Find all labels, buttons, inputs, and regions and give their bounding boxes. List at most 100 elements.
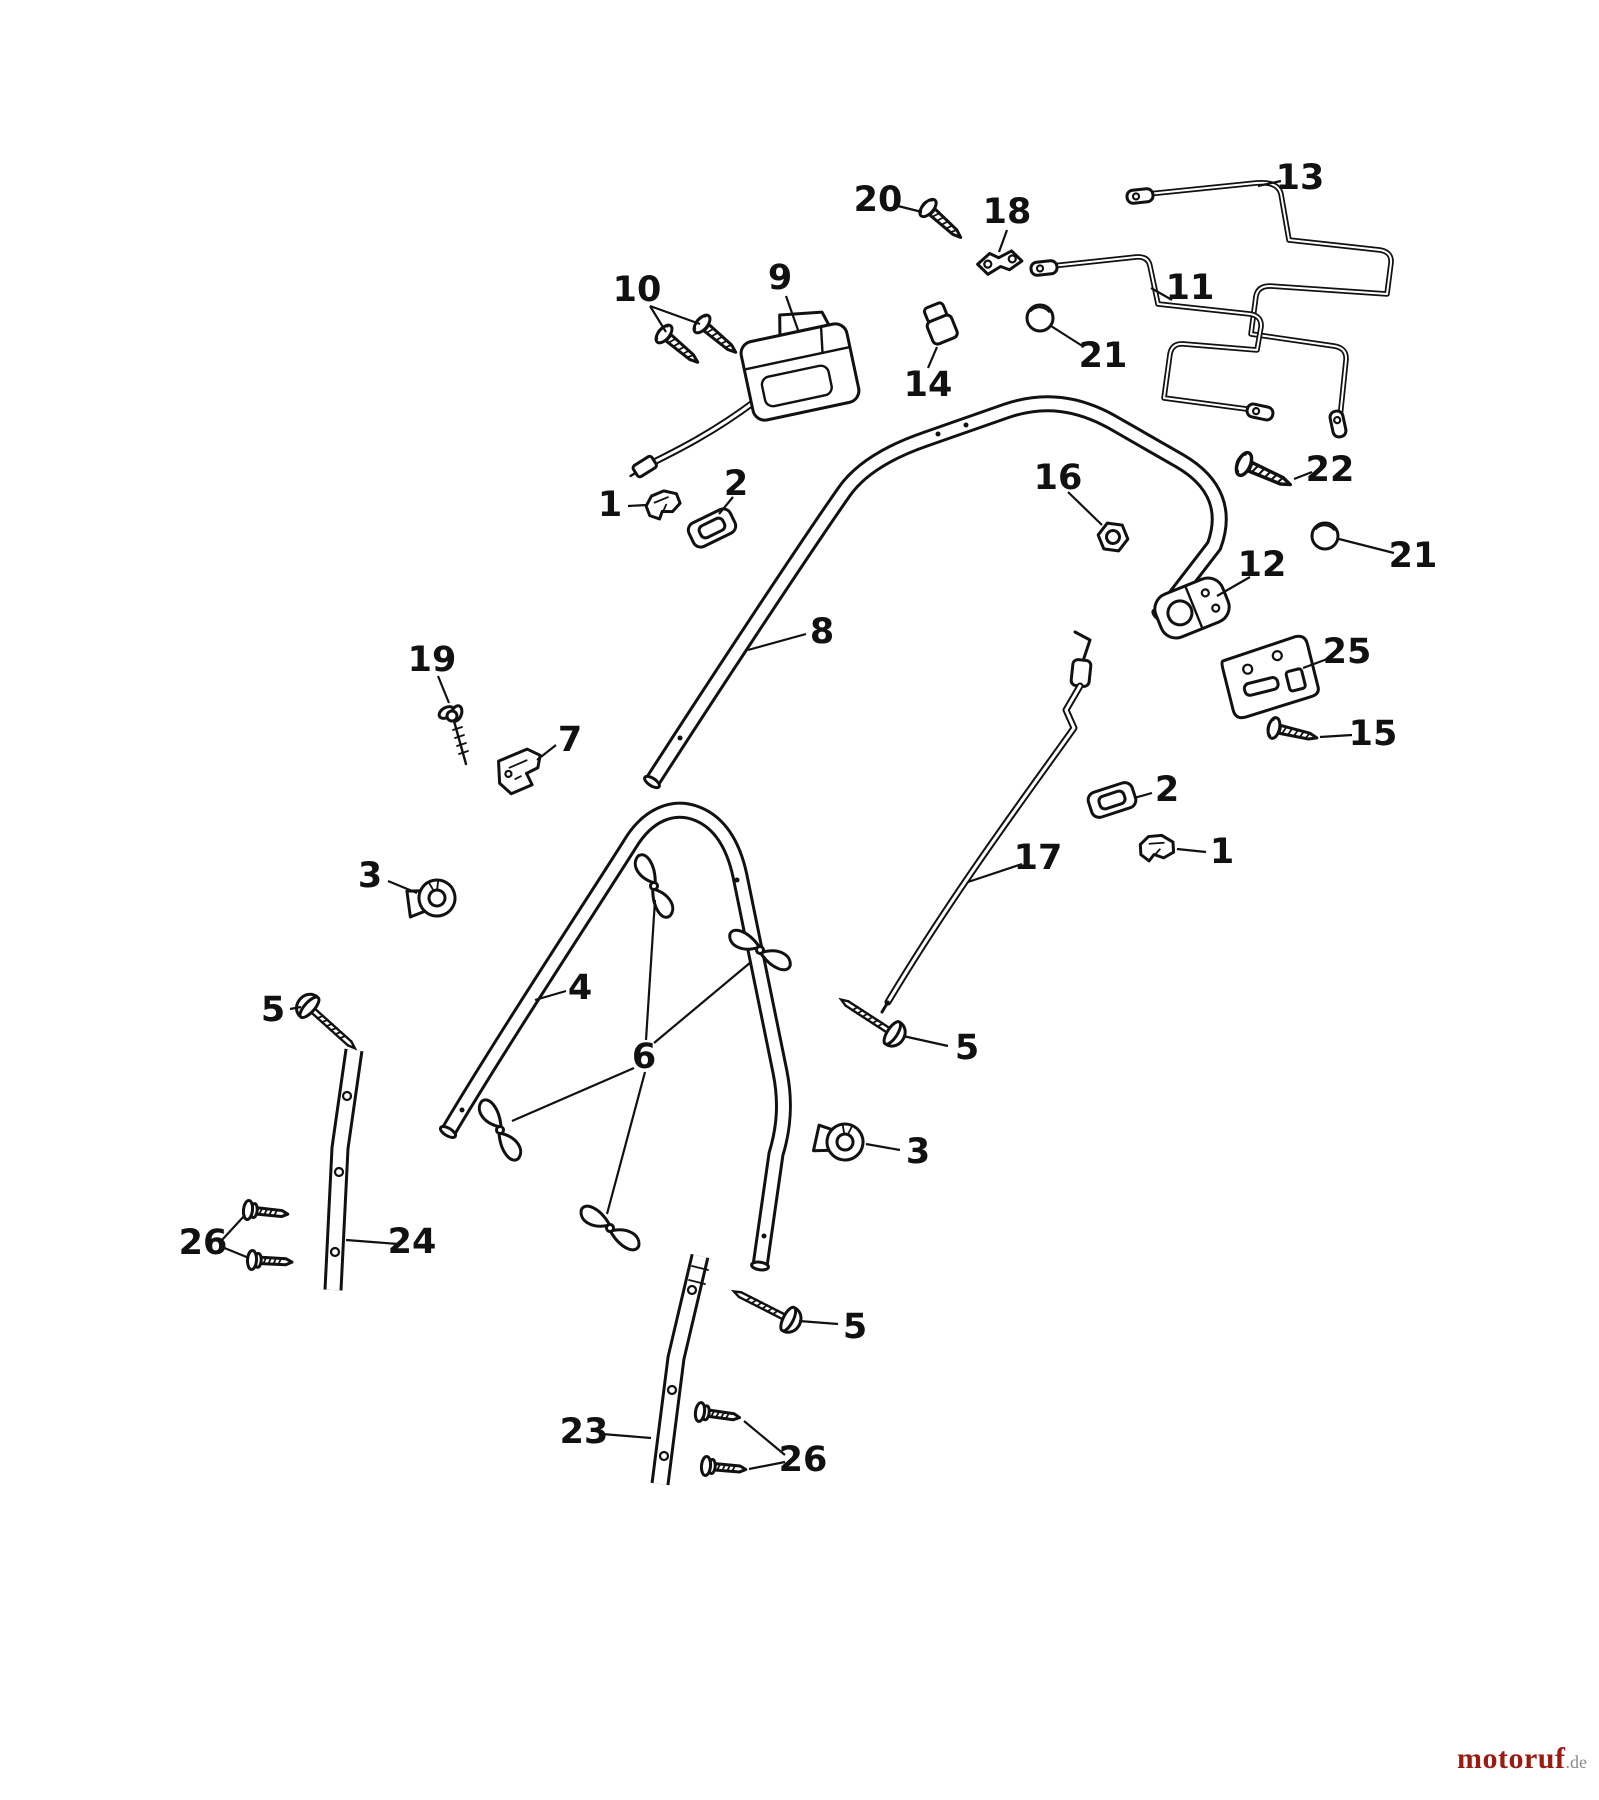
part-12-clamp <box>1153 576 1231 640</box>
part-2-plate-right <box>1084 779 1140 821</box>
part-25-plate <box>1220 634 1320 720</box>
callout-18: 18 <box>983 192 1032 232</box>
part-18-bracket <box>976 249 1024 276</box>
leader-line <box>536 744 557 761</box>
leader-line <box>511 1066 635 1123</box>
part-2-plate-left <box>684 504 740 552</box>
part-13-wire <box>1124 179 1394 440</box>
callout-5-left: 5 <box>261 990 285 1030</box>
part-1-clip-left <box>642 486 684 523</box>
watermark: motoruf.de <box>1457 1742 1587 1776</box>
leader-line <box>902 1034 949 1048</box>
part-23-bracket <box>650 1253 710 1486</box>
callout-22: 22 <box>1306 450 1355 490</box>
callout-2-right: 2 <box>1155 770 1179 810</box>
leader-line <box>865 1142 901 1152</box>
leader-lines <box>221 179 1395 1471</box>
leader-line <box>748 1460 786 1471</box>
callout-5-bottom: 5 <box>843 1307 867 1347</box>
callout-26-bottom: 26 <box>779 1440 828 1480</box>
callout-4: 4 <box>568 968 592 1008</box>
leader-line <box>1302 656 1331 670</box>
leader-line <box>926 346 939 369</box>
part-1-clip-right <box>1136 831 1178 866</box>
leader-line <box>627 503 648 508</box>
part-3-clamp-right <box>811 1118 867 1164</box>
leader-line <box>784 295 800 331</box>
part-14-sleeve <box>922 301 959 346</box>
part-8-upper-handle <box>643 395 1228 790</box>
part-16-nut <box>1096 521 1130 553</box>
part-21-cap-top <box>1025 303 1055 333</box>
part-19-bolt <box>437 704 469 766</box>
part-5-knob-bottom <box>726 1278 807 1338</box>
part-11-wire <box>1028 254 1276 423</box>
callout-13: 13 <box>1276 158 1325 198</box>
leader-line <box>601 1432 652 1440</box>
part-22-screw <box>1230 448 1297 498</box>
callout-25: 25 <box>1323 632 1372 672</box>
leader-line <box>1050 325 1085 348</box>
part-17-cable <box>880 630 1093 1014</box>
callout-19: 19 <box>408 640 457 680</box>
leader-line <box>997 229 1009 253</box>
callout-9: 9 <box>768 258 792 298</box>
callout-8: 8 <box>810 612 834 652</box>
callout-17: 17 <box>1014 838 1063 878</box>
callout-14: 14 <box>904 365 953 405</box>
callout-7: 7 <box>558 720 582 760</box>
callout-5-mid: 5 <box>955 1028 979 1068</box>
leader-line <box>653 961 752 1044</box>
leader-line <box>967 862 1023 884</box>
part-21-cap-right <box>1310 521 1340 551</box>
watermark-suffix: .de <box>1565 1752 1588 1772</box>
leader-line <box>1176 847 1207 854</box>
leader-line <box>743 1420 786 1456</box>
part-3-clamp-left <box>402 875 460 924</box>
leader-line <box>387 879 418 895</box>
leader-line <box>1216 576 1251 597</box>
leader-line <box>436 675 451 704</box>
watermark-brand: motoruf <box>1457 1742 1566 1775</box>
part-7-clip <box>497 747 542 796</box>
callout-6: 6 <box>632 1037 656 1077</box>
leader-line <box>1133 791 1153 800</box>
leader-line <box>345 1238 399 1246</box>
part-5-knob-left <box>289 987 366 1060</box>
leader-line <box>221 1214 246 1241</box>
leader-line <box>1319 733 1353 739</box>
callout-24: 24 <box>388 1222 437 1262</box>
callout-20: 20 <box>854 180 903 220</box>
part-26-screws-left <box>241 1198 294 1274</box>
leader-line <box>221 1245 250 1260</box>
callout-3-left: 3 <box>358 856 382 896</box>
callout-21-top: 21 <box>1079 336 1128 376</box>
leader-line <box>798 1319 839 1326</box>
leader-line <box>747 632 807 652</box>
leader-line <box>897 204 923 214</box>
callout-23: 23 <box>560 1412 609 1452</box>
leader-line <box>534 989 567 1002</box>
callout-1-right: 1 <box>1210 832 1234 872</box>
leader-line <box>1067 491 1103 526</box>
callout-labels: 20 18 13 10 9 11 21 14 16 22 21 1 2 12 8… <box>179 158 1438 1480</box>
callout-11: 11 <box>1166 268 1215 308</box>
part-26-screws-bottom <box>692 1400 749 1481</box>
leader-line <box>1150 287 1173 301</box>
leader-line <box>289 1005 302 1011</box>
part-15-screw <box>1263 714 1321 750</box>
leader-line <box>649 305 667 333</box>
leader-line <box>605 1071 647 1215</box>
callout-3-right: 3 <box>906 1132 930 1172</box>
part-9-switch <box>629 310 861 479</box>
part-24-bracket <box>323 1048 364 1291</box>
part-5-knob-mid <box>832 987 912 1053</box>
leader-line <box>1257 179 1282 188</box>
callout-15: 15 <box>1349 714 1398 754</box>
part-4-lower-handle <box>438 801 792 1272</box>
leader-line <box>718 496 734 515</box>
callout-10: 10 <box>613 270 662 310</box>
callout-26-left: 26 <box>179 1223 228 1263</box>
